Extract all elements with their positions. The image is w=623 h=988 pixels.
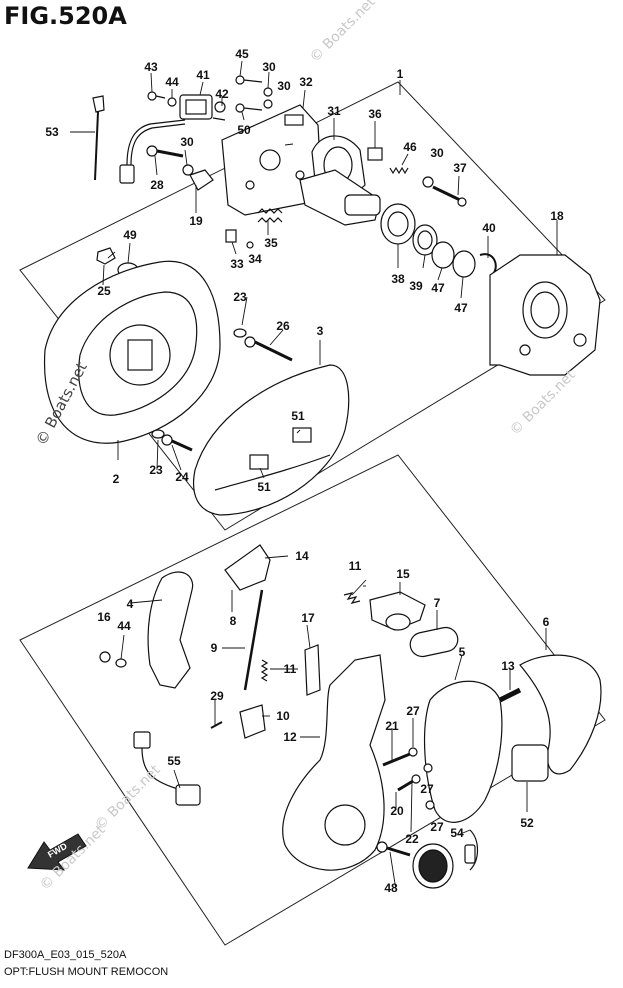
leader-lines xyxy=(70,60,558,891)
callout-53: 53 xyxy=(45,125,59,139)
callout-27a: 27 xyxy=(406,704,420,718)
callout-24: 24 xyxy=(175,470,189,484)
callout-11b: 11 xyxy=(284,662,297,676)
upper-assembly xyxy=(43,75,601,516)
callout-55: 55 xyxy=(167,754,181,768)
callout-43: 43 xyxy=(144,60,158,74)
callout-30a: 30 xyxy=(262,60,276,74)
callout-labels: 1 2 3 4 5 6 7 8 9 10 11 11 12 13 14 15 1… xyxy=(45,47,564,895)
callout-33: 33 xyxy=(230,257,244,271)
callout-20: 20 xyxy=(390,804,404,818)
callout-5: 5 xyxy=(459,645,466,659)
callout-23b: 23 xyxy=(149,463,163,477)
callout-9: 9 xyxy=(211,641,218,655)
callout-12: 12 xyxy=(283,730,297,744)
figure-title: FIG.520A xyxy=(4,2,127,30)
callout-27b: 27 xyxy=(420,782,434,796)
callout-16: 16 xyxy=(97,610,111,624)
callout-51a: 51 xyxy=(291,409,305,423)
callout-36: 36 xyxy=(368,107,382,121)
callout-11a: 11 xyxy=(349,559,362,573)
callout-52: 52 xyxy=(520,816,534,830)
callout-50: 50 xyxy=(237,123,251,137)
callout-46: 46 xyxy=(403,140,417,154)
callout-10: 10 xyxy=(276,709,290,723)
lower-assembly xyxy=(99,544,602,889)
callout-3: 3 xyxy=(317,324,324,338)
callout-48: 48 xyxy=(384,881,398,895)
callout-30b: 30 xyxy=(277,79,291,93)
callout-27c: 27 xyxy=(430,820,444,834)
callout-23a: 23 xyxy=(233,290,247,304)
model-code: DF300A_E03_015_520A xyxy=(4,949,127,961)
callout-47b: 47 xyxy=(454,301,468,315)
callout-44a: 44 xyxy=(165,75,179,89)
callout-28: 28 xyxy=(150,178,164,192)
callout-25: 25 xyxy=(97,284,111,298)
callout-31: 31 xyxy=(327,104,341,118)
callout-30d: 30 xyxy=(430,146,444,160)
callout-4: 4 xyxy=(127,597,134,611)
callout-41: 41 xyxy=(196,68,210,82)
callout-19: 19 xyxy=(189,214,203,228)
callout-13: 13 xyxy=(501,659,515,673)
callout-51b: 51 xyxy=(257,480,271,494)
figure-caption: OPT:FLUSH MOUNT REMOCON xyxy=(4,966,169,978)
callout-40: 40 xyxy=(482,221,496,235)
callout-21: 21 xyxy=(385,719,399,733)
callout-34: 34 xyxy=(248,252,262,266)
callout-42: 42 xyxy=(215,87,229,101)
callout-18: 18 xyxy=(550,209,564,223)
callout-17: 17 xyxy=(301,611,315,625)
callout-6: 6 xyxy=(543,615,550,629)
callout-47a: 47 xyxy=(431,281,445,295)
callout-8: 8 xyxy=(230,614,237,628)
callout-35: 35 xyxy=(264,236,278,250)
callout-38: 38 xyxy=(391,272,405,286)
callout-44b: 44 xyxy=(117,619,131,633)
callout-49: 49 xyxy=(123,228,137,242)
callout-7: 7 xyxy=(434,596,441,610)
callout-45: 45 xyxy=(235,47,249,61)
callout-30c: 30 xyxy=(180,135,194,149)
callout-26: 26 xyxy=(276,319,290,333)
callout-37: 37 xyxy=(453,161,467,175)
callout-32: 32 xyxy=(299,75,313,89)
callout-39: 39 xyxy=(409,279,423,293)
callout-1: 1 xyxy=(397,67,404,81)
callout-14: 14 xyxy=(295,549,309,563)
callout-2: 2 xyxy=(113,472,120,486)
callout-22: 22 xyxy=(405,832,419,846)
callout-54: 54 xyxy=(450,826,464,840)
callout-29: 29 xyxy=(210,689,224,703)
callout-15: 15 xyxy=(396,567,410,581)
